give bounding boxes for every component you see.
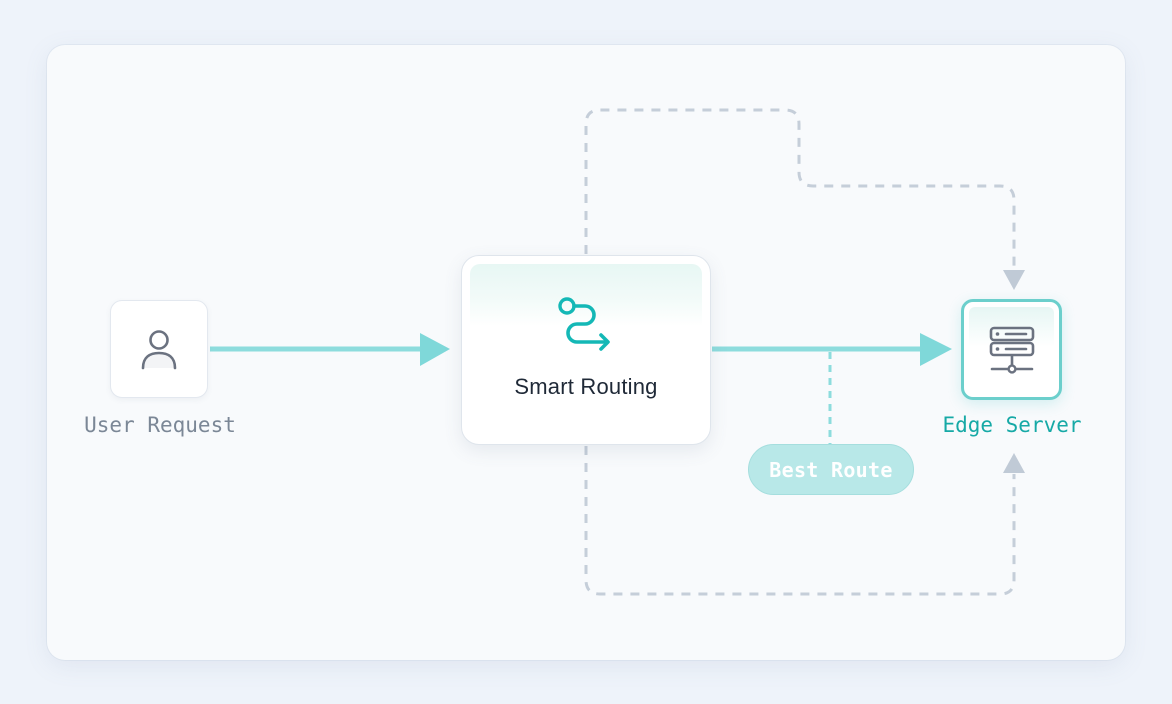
user-request-label: User Request	[84, 413, 236, 437]
edge-server-label: Edge Server	[942, 413, 1082, 437]
server-icon	[989, 326, 1035, 374]
smart-routing-label: Smart Routing	[514, 374, 658, 399]
best-route-badge: Best Route	[748, 444, 914, 495]
user-icon	[141, 330, 177, 370]
flow-router-to-edge-arrow	[920, 333, 952, 366]
alt-route-bottom-arrow	[1003, 453, 1025, 473]
edge-server-node[interactable]	[961, 299, 1062, 400]
alt-route-bottom	[584, 446, 1016, 596]
router-header-highlight	[470, 264, 702, 326]
flow-user-to-router-arrow	[420, 333, 450, 366]
alt-route-top-arrow	[1003, 270, 1025, 290]
user-request-node[interactable]	[110, 300, 208, 398]
route-icon	[558, 297, 610, 351]
alt-route-top	[584, 108, 1016, 270]
smart-routing-node[interactable]: Smart Routing	[461, 255, 711, 445]
